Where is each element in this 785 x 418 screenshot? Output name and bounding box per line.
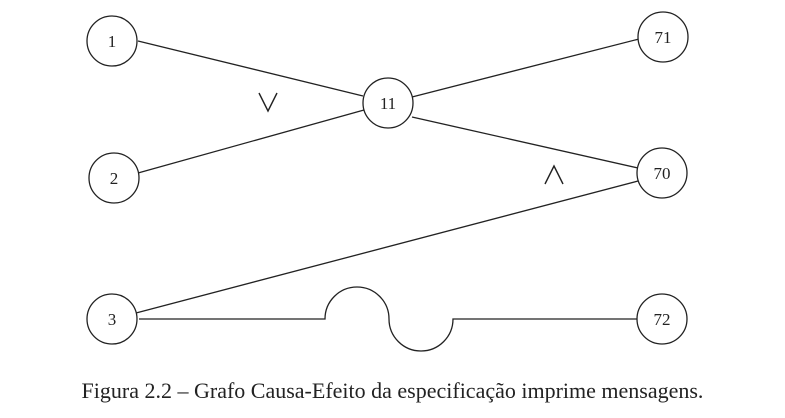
node-71-label: 71: [655, 28, 672, 47]
edge-2-11: [137, 109, 365, 174]
or-operator-mark: [258, 92, 278, 113]
node-11: 11: [362, 77, 414, 129]
edge-3-72-not: [139, 286, 637, 352]
node-11-label: 11: [380, 94, 396, 113]
node-3-label: 3: [108, 310, 117, 329]
node-72-label: 72: [654, 310, 671, 329]
node-3: 3: [86, 293, 138, 345]
edge-11-71: [411, 38, 640, 98]
node-1-label: 1: [108, 32, 117, 51]
node-70: 70: [636, 147, 688, 199]
edge-3-70: [135, 180, 639, 314]
edge-1-11: [137, 40, 364, 97]
and-operator-mark: [544, 164, 564, 185]
node-71: 71: [637, 11, 689, 63]
figure-caption: Figura 2.2 – Grafo Causa-Efeito da espec…: [81, 378, 704, 403]
node-1: 1: [86, 15, 138, 67]
node-70-label: 70: [654, 164, 671, 183]
edge-11-70: [411, 116, 639, 169]
node-72: 72: [636, 293, 688, 345]
node-2-label: 2: [110, 169, 119, 188]
node-2: 2: [88, 152, 140, 204]
